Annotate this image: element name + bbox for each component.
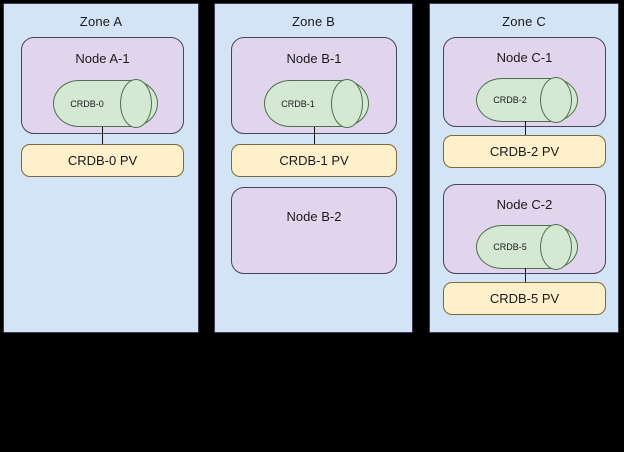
pv-crdb-0: CRDB-0 PV (21, 144, 184, 177)
pod-crdb-2-cap (540, 77, 572, 123)
pod-crdb-2: CRDB-2 (476, 77, 578, 123)
node-c-2-title: Node C-2 (496, 197, 553, 212)
pod-crdb-0-label: CRDB-0 (70, 98, 104, 109)
zone-a-title: Zone A (79, 14, 123, 29)
zone-b: Zone B Node B-1 CRDB-1 CRDB-1 PV Node B-… (214, 3, 413, 333)
pod-crdb-0-cap (120, 79, 152, 128)
pod-crdb-5: CRDB-5 (476, 224, 578, 270)
pod-crdb-5-label: CRDB-5 (493, 242, 527, 252)
pv-crdb-5-label: CRDB-5 PV (489, 291, 560, 306)
connector-node-c-2-to-crdb-5-pv (525, 268, 526, 284)
node-c-1: Node C-1 CRDB-2 (443, 37, 606, 127)
pod-crdb-1: CRDB-1 (264, 79, 369, 128)
node-b-2-title: Node B-2 (286, 209, 342, 224)
node-a-1-title: Node A-1 (75, 51, 130, 66)
pod-crdb-5-cap (540, 224, 572, 270)
node-c-1-title: Node C-1 (496, 50, 553, 65)
pod-crdb-1-cap (331, 79, 363, 128)
zone-b-title: Zone B (291, 14, 336, 29)
connector-node-c-1-to-crdb-2-pv (525, 121, 526, 137)
zone-c-title: Zone C (502, 14, 546, 29)
node-c-2: Node C-2 CRDB-5 (443, 184, 606, 274)
zone-c: Zone C Node C-1 CRDB-2 CRDB-2 PV Node C-… (429, 3, 619, 333)
pv-crdb-0-label: CRDB-0 PV (67, 153, 138, 168)
pv-crdb-1: CRDB-1 PV (231, 144, 397, 177)
pv-crdb-5: CRDB-5 PV (443, 282, 606, 315)
pod-crdb-2-label: CRDB-2 (493, 95, 527, 105)
pv-crdb-2-label: CRDB-2 PV (489, 144, 560, 159)
zone-a: Zone A Node A-1 CRDB-0 CRDB-0 PV (3, 3, 199, 333)
connector-node-b-1-to-crdb-1-pv (314, 127, 315, 146)
node-b-1: Node B-1 CRDB-1 (231, 37, 397, 134)
connector-node-a-1-to-crdb-0-pv (102, 127, 103, 146)
pv-crdb-1-label: CRDB-1 PV (279, 153, 349, 168)
pod-crdb-0: CRDB-0 (53, 79, 158, 128)
node-b-2: Node B-2 (231, 187, 397, 274)
node-a-1: Node A-1 CRDB-0 (21, 37, 184, 134)
pv-crdb-2: CRDB-2 PV (443, 135, 606, 168)
node-b-1-title: Node B-1 (286, 51, 342, 66)
pod-crdb-1-label: CRDB-1 (281, 98, 315, 109)
